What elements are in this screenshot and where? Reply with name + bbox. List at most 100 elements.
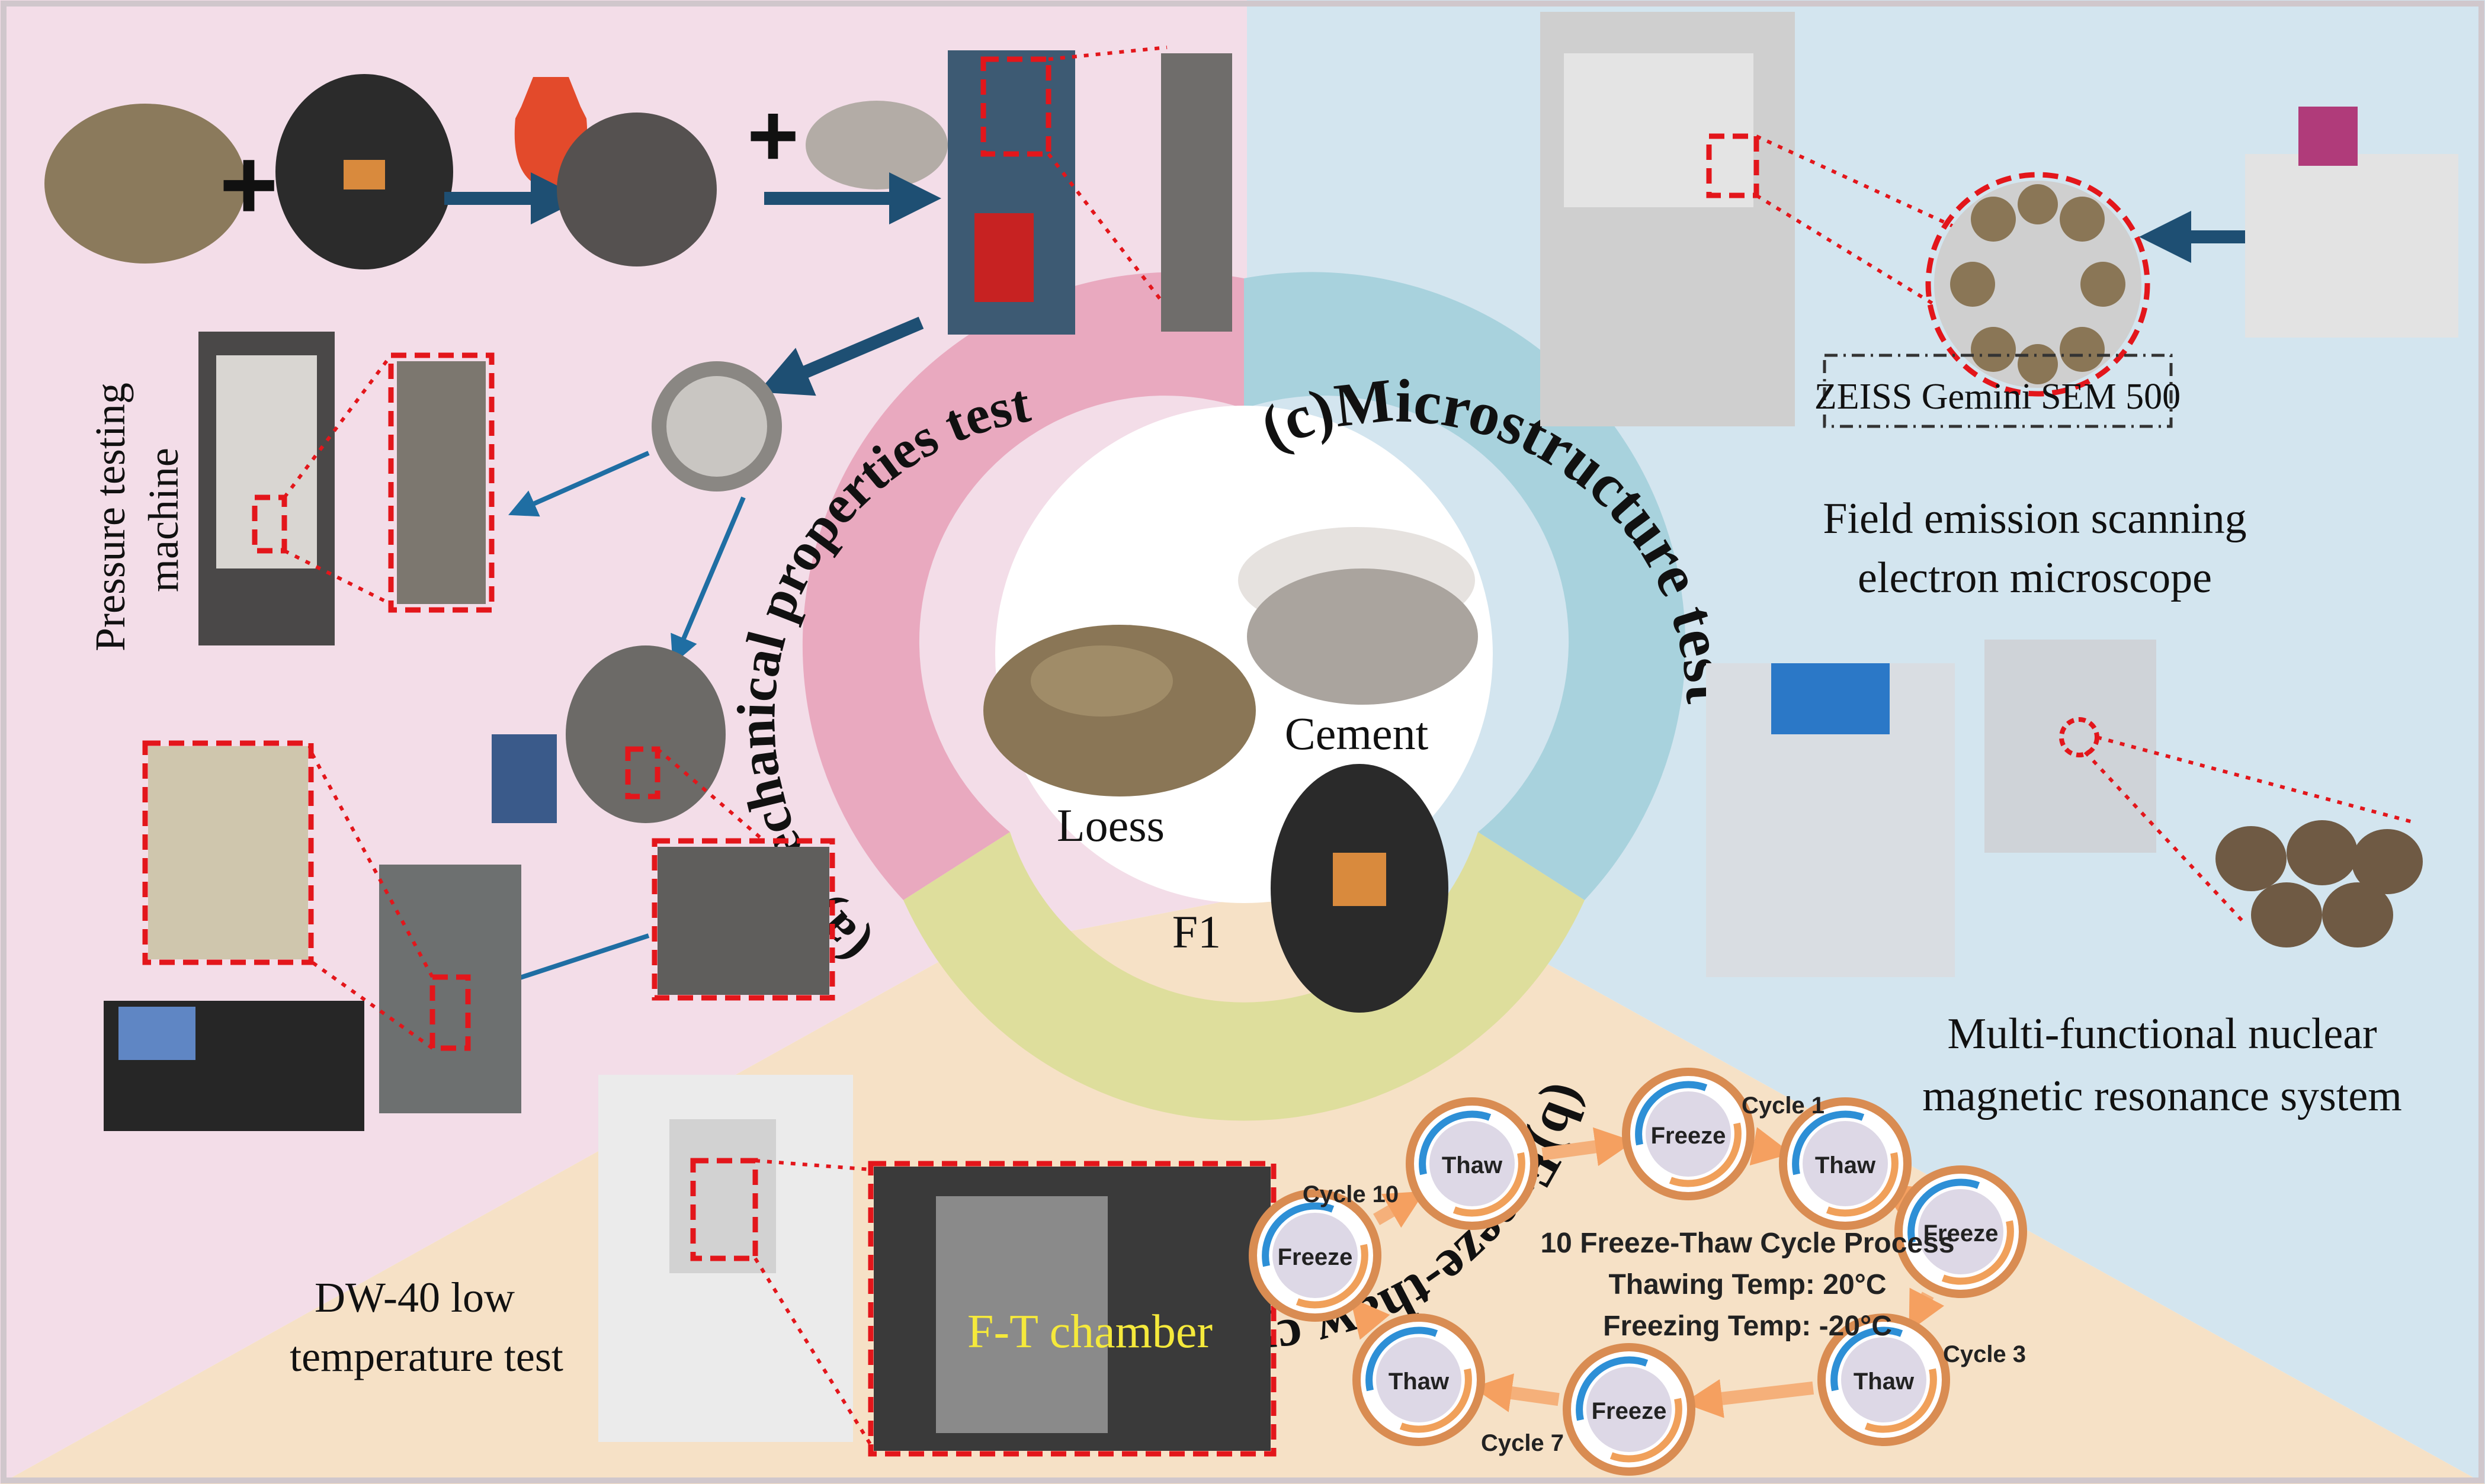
mold-cylinder-image xyxy=(1161,53,1232,332)
cycle-node: Freeze xyxy=(1622,1068,1755,1200)
sem-column xyxy=(1564,53,1753,207)
sem-stub-disc-highlight xyxy=(1925,172,2150,397)
nmr-callout-line-2 xyxy=(2083,750,2247,926)
nmr-analyzer-image xyxy=(1984,640,2156,853)
cycle-node-label: Thaw xyxy=(1815,1152,1876,1178)
triaxial-cell-zoom-highlight xyxy=(142,740,314,965)
plus-sign-2: + xyxy=(747,85,799,185)
nmr-caption-line1: Multi-functional nuclear xyxy=(1947,1010,2377,1058)
triaxial-cell-image xyxy=(148,746,308,959)
cycle-node-label: Freeze xyxy=(1278,1244,1353,1270)
cycle-node: Thaw xyxy=(1352,1313,1485,1446)
sem-sample-holder-highlight xyxy=(1706,133,1759,198)
ring-segment-c xyxy=(1244,272,1686,900)
f1-label: F1 xyxy=(1172,906,1221,958)
pressure-machine-label-2: machine xyxy=(140,448,187,592)
cycle-link-arrow xyxy=(1749,1127,1792,1166)
nmr-screen xyxy=(1771,663,1890,734)
sem-stub-samples xyxy=(1950,184,2125,384)
cycle-freezing-temp: Freezing Temp: -20°C xyxy=(1603,1310,1892,1342)
arrow-specimens-to-vacuum xyxy=(671,496,746,665)
cycle-node: Thaw xyxy=(1779,1097,1912,1230)
cycle-node-label: Thaw xyxy=(1442,1152,1503,1178)
cycle-title: 10 Freeze-Thaw Cycle Process xyxy=(1540,1228,1954,1259)
cycle-node: Freeze xyxy=(1563,1343,1695,1476)
specimens-tray-inner xyxy=(666,376,767,477)
cycle-link-arrow xyxy=(1541,1127,1634,1167)
ft-chamber-label: F-T chamber xyxy=(967,1306,1213,1358)
cycle-link-arrow xyxy=(1683,1379,1814,1418)
sem-caption-line2: electron microscope xyxy=(1858,554,2212,602)
nmr-callout-line-1 xyxy=(2096,735,2417,825)
loess-pile-highlight xyxy=(1031,645,1173,717)
vacuum-saturator-image xyxy=(566,645,726,823)
cycle-loop: FreezeThawFreezeThawFreezeThawFreezeThaw… xyxy=(1249,1068,2027,1476)
zeiss-label-box xyxy=(1823,354,2173,428)
press-callout-line-1 xyxy=(1048,46,1168,61)
pressure-fixture-highlight xyxy=(388,352,495,613)
cycle-node-label: Thaw xyxy=(1854,1369,1915,1395)
ft-chamber-rack xyxy=(936,1196,1108,1433)
computer-monitor-screen xyxy=(118,1007,195,1060)
pressure-sample-highlight xyxy=(252,494,287,554)
arrow-specimens-to-pressure xyxy=(508,451,650,517)
cycle-node: Freeze xyxy=(1249,1189,1381,1322)
ring-segment-b xyxy=(903,832,1585,1121)
cycle-link-arrow xyxy=(1473,1373,1560,1412)
vacuum-sample-highlight xyxy=(625,746,660,799)
cycle-node-label: Thaw xyxy=(1389,1369,1450,1395)
cycle-link-arrow xyxy=(1373,1191,1425,1228)
arrow-press-to-specimens xyxy=(758,316,924,396)
dw40-caption-line1: DW-40 low xyxy=(315,1274,515,1321)
dw40-callout-line-1 xyxy=(755,1159,871,1171)
cycle-count-label: Cycle 7 xyxy=(1481,1430,1564,1456)
ft-chamber-zoom-highlight xyxy=(868,1161,1277,1457)
pressure-machine-label: Pressure testing xyxy=(86,383,134,651)
loess-label: Loess xyxy=(1057,799,1165,851)
f1-liquid xyxy=(1333,853,1386,906)
loess-sample-image xyxy=(44,104,246,264)
press-jack xyxy=(974,213,1034,302)
dw40-chamber-panel xyxy=(669,1119,776,1273)
cycle-count-label: Cycle 10 xyxy=(1303,1181,1399,1207)
mixed-soil-bag-image xyxy=(557,113,717,266)
cement-powder-image xyxy=(1247,568,1478,705)
triaxial-apparatus-image xyxy=(379,865,521,1113)
dw40-caption-line2: temperature test xyxy=(290,1333,563,1380)
ring-segment-a xyxy=(802,272,1244,900)
pressure-fixture-image xyxy=(397,361,486,604)
sem-caption-line1: Field emission scanning xyxy=(1823,494,2246,543)
dw40-callout-line-2 xyxy=(753,1257,873,1446)
cycle-count-label: Cycle 3 xyxy=(1943,1341,2026,1367)
triaxial-callout-line-2 xyxy=(307,958,434,1050)
cement-sample-image xyxy=(806,101,948,189)
cycle-node: Freeze xyxy=(1894,1165,2027,1298)
cycle-node-label: Freeze xyxy=(1651,1123,1726,1149)
sputter-coater-chamber xyxy=(2298,107,2358,166)
cycle-count-label: Cycle 1 xyxy=(1742,1093,1825,1119)
f1-solution-liquid xyxy=(344,160,385,189)
cycle-node-label: Freeze xyxy=(1923,1220,1999,1247)
cycle-link-arrow xyxy=(1349,1297,1390,1340)
sputter-coater-image xyxy=(2245,154,2458,338)
nmr-caption-line2: magnetic resonance system xyxy=(1922,1072,2402,1120)
pressure-machine-window xyxy=(216,355,317,568)
cycle-node-label: Freeze xyxy=(1592,1398,1667,1424)
zeiss-label: ZEISS Gemini SEM 500 xyxy=(1814,377,2181,417)
vacuum-pump-image xyxy=(492,734,557,823)
triaxial-cell-highlight xyxy=(429,974,471,1051)
triaxial-callout-line-1 xyxy=(306,745,434,978)
pressure-callout-line-2 xyxy=(283,549,392,606)
plus-sign-1: + xyxy=(219,129,278,241)
sample-molds-image xyxy=(658,847,829,995)
cycle-thawing-temp: Thawing Temp: 20°C xyxy=(1608,1269,1886,1300)
nmr-core-samples xyxy=(2215,820,2423,947)
press-mold-highlight xyxy=(980,56,1051,157)
dw40-window-highlight xyxy=(690,1158,758,1261)
cycle-node: Thaw xyxy=(1406,1097,1538,1230)
cycle-node: Thaw xyxy=(1817,1313,1950,1446)
cycle-link-arrow xyxy=(1909,1287,1945,1332)
press-callout-line-2 xyxy=(1047,153,1169,309)
